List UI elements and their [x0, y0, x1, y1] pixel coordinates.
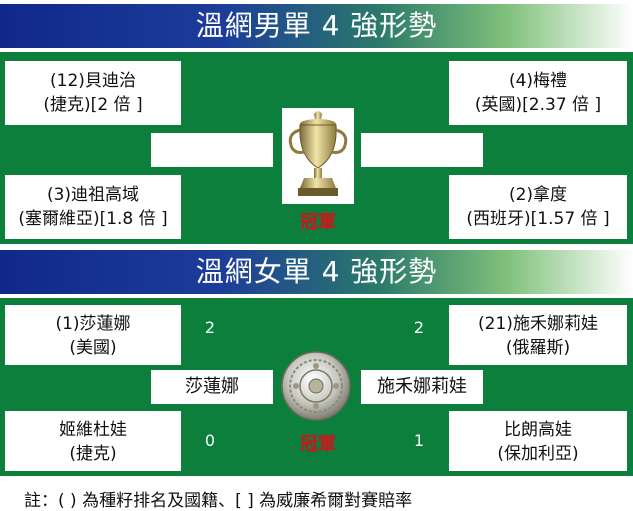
women-score-3: 2 — [408, 317, 430, 339]
women-finalist-left: 莎蓮娜 — [150, 369, 274, 405]
men-player-1-name: (12)貝迪治 — [50, 71, 136, 91]
women-player-2-country: (捷克) — [69, 444, 117, 464]
women-finalist-right: 施禾娜莉娃 — [360, 369, 484, 405]
men-score-4 — [408, 196, 430, 218]
men-player-4-detail: (西班牙)[1.57 倍 ] — [466, 209, 610, 229]
men-player-4-name: (2)拿度 — [508, 185, 568, 205]
women-champion-label: 冠軍 — [300, 434, 336, 455]
men-player-box-4: (2)拿度 (西班牙)[1.57 倍 ] — [448, 174, 628, 240]
women-player-1-name: (1)莎蓮娜 — [55, 314, 131, 334]
men-connector — [182, 92, 212, 95]
women-title-banner: 溫網女單 4 強形勢 — [0, 250, 633, 294]
women-score-1: 2 — [199, 317, 221, 339]
men-score-3 — [408, 82, 430, 104]
rosewater-dish-icon — [280, 350, 352, 422]
men-player-box-1: (12)貝迪治 (捷克)[2 倍 ] — [4, 60, 182, 126]
men-player-1-detail: (捷克)[2 倍 ] — [43, 95, 143, 115]
men-player-3-name: (4)梅禮 — [508, 71, 568, 91]
women-player-box-3: (21)施禾娜莉娃 (俄羅斯) — [448, 304, 628, 366]
men-champion-label: 冠軍 — [300, 212, 336, 233]
men-score-1 — [199, 82, 221, 104]
women-connector — [182, 327, 212, 330]
women-player-4-country: (保加利亞) — [497, 444, 579, 464]
men-score-2 — [199, 196, 221, 218]
women-player-box-4: 比朗高娃 (保加利亞) — [448, 410, 628, 472]
women-connector — [182, 440, 212, 443]
women-player-box-2: 姬維杜娃 (捷克) — [4, 410, 182, 472]
women-finalist-right-name: 施禾娜莉娃 — [377, 376, 467, 397]
men-player-box-3: (4)梅禮 (英國)[2.37 倍 ] — [448, 60, 628, 126]
women-title: 溫網女單 4 強形勢 — [195, 255, 438, 288]
women-player-3-name: (21)施禾娜莉娃 — [478, 314, 598, 334]
men-title: 溫網男單 4 強形勢 — [195, 9, 438, 42]
trophy-cup-icon — [282, 108, 354, 204]
women-connector — [418, 327, 448, 330]
women-connector — [418, 440, 448, 443]
men-player-2-detail: (塞爾維亞)[1.8 倍 ] — [18, 209, 168, 229]
footnote: 註：( ) 為種籽排名及國籍、[ ] 為威廉希爾對賽賠率 — [24, 491, 413, 511]
women-player-1-country: (美國) — [69, 338, 117, 358]
women-player-box-1: (1)莎蓮娜 (美國) — [4, 304, 182, 366]
women-player-2-name: 姬維杜娃 — [59, 420, 127, 440]
men-finalist-right — [360, 132, 484, 168]
men-title-banner: 溫網男單 4 強形勢 — [0, 4, 633, 48]
men-connector — [418, 92, 448, 95]
women-player-4-name: 比朗高娃 — [504, 420, 572, 440]
men-connector — [182, 206, 212, 209]
women-player-3-country: (俄羅斯) — [505, 338, 571, 358]
women-score-4: 1 — [408, 430, 430, 452]
men-connector — [418, 206, 448, 209]
men-finalist-left — [150, 132, 274, 168]
women-score-2: 0 — [199, 430, 221, 452]
men-player-box-2: (3)迪祖高域 (塞爾維亞)[1.8 倍 ] — [4, 174, 182, 240]
men-player-3-detail: (英國)[2.37 倍 ] — [474, 95, 602, 115]
women-finalist-left-name: 莎蓮娜 — [185, 376, 239, 397]
men-player-2-name: (3)迪祖高域 — [46, 185, 140, 205]
